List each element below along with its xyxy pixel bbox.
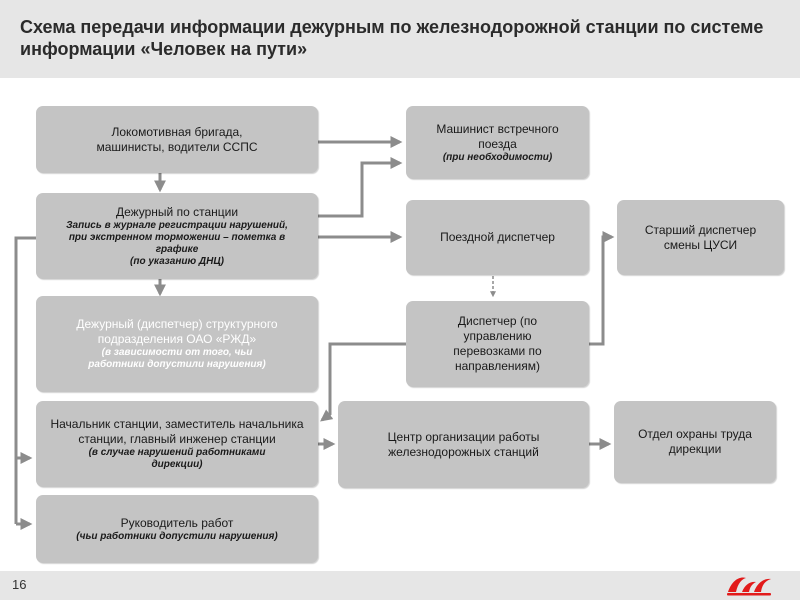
arrow-duty-to-oncoming-driver [318, 157, 403, 218]
box-works-manager: Руководитель работ (чьи работники допуст… [36, 495, 318, 563]
box-station-duty-text: Дежурный по станции [115, 204, 239, 219]
box-center-org-text: Центр организации работы железнодорожных… [387, 429, 540, 459]
arrow-transport-to-station-head [320, 342, 406, 422]
rzd-logo-icon [727, 577, 771, 596]
box-structural-duty-text: Дежурный (диспетчер) структурного подраз… [76, 317, 278, 346]
box-oncoming-driver: Машинист встречного поезда (при необходи… [406, 106, 589, 179]
box-train-dispatcher: Поездной диспетчер [406, 200, 589, 275]
footer-band [0, 571, 800, 600]
box-transport-dispatcher: Диспетчер (по управлению перевозками по … [406, 301, 589, 387]
box-works-manager-text: Руководитель работ [120, 515, 234, 530]
box-structural-duty-note: (в зависимости от того, чьи работники до… [88, 347, 266, 370]
box-center-org: Центр организации работы железнодорожных… [338, 401, 589, 488]
box-labor-safety-text: Отдел охраны труда дирекции [638, 427, 752, 456]
box-labor-safety: Отдел охраны труда дирекции [614, 401, 776, 483]
box-station-head: Начальник станции, заместитель начальник… [36, 401, 318, 487]
page-number: 16 [12, 577, 27, 592]
arrow-transport-to-senior [589, 231, 615, 346]
box-oncoming-driver-text: Машинист встречного поезда [436, 121, 559, 151]
header-band [0, 0, 800, 78]
box-train-dispatcher-text: Поездной диспетчер [440, 230, 555, 244]
box-oncoming-driver-note: (при необходимости) [442, 151, 553, 163]
box-structural-duty: Дежурный (диспетчер) структурного подраз… [36, 296, 318, 392]
box-works-manager-note: (чьи работники допустили нарушения) [76, 530, 278, 542]
box-station-duty-note2: (по указанию ДНЦ) [130, 255, 224, 267]
box-station-duty: Дежурный по станции Запись в журнале рег… [36, 193, 318, 279]
box-transport-dispatcher-text: Диспетчер (по управлению перевозками по … [453, 314, 542, 373]
box-station-head-text: Начальник станции, заместитель начальник… [50, 417, 304, 446]
box-loco-brigade-text: Локомотивная бригада, машинисты, водител… [96, 124, 258, 154]
box-senior-dispatcher-text: Старший диспетчер смены ЦУСИ [644, 222, 757, 252]
left-rail [14, 236, 36, 524]
slide-title: Схема передачи информации дежурным по же… [20, 17, 764, 59]
box-loco-brigade: Локомотивная бригада, машинисты, водител… [36, 106, 318, 173]
box-senior-dispatcher: Старший диспетчер смены ЦУСИ [617, 200, 784, 275]
box-station-head-note: (в случае нарушений работниками дирекции… [88, 447, 266, 470]
box-station-duty-note: Запись в журнале регистрации нарушений, … [66, 219, 288, 255]
